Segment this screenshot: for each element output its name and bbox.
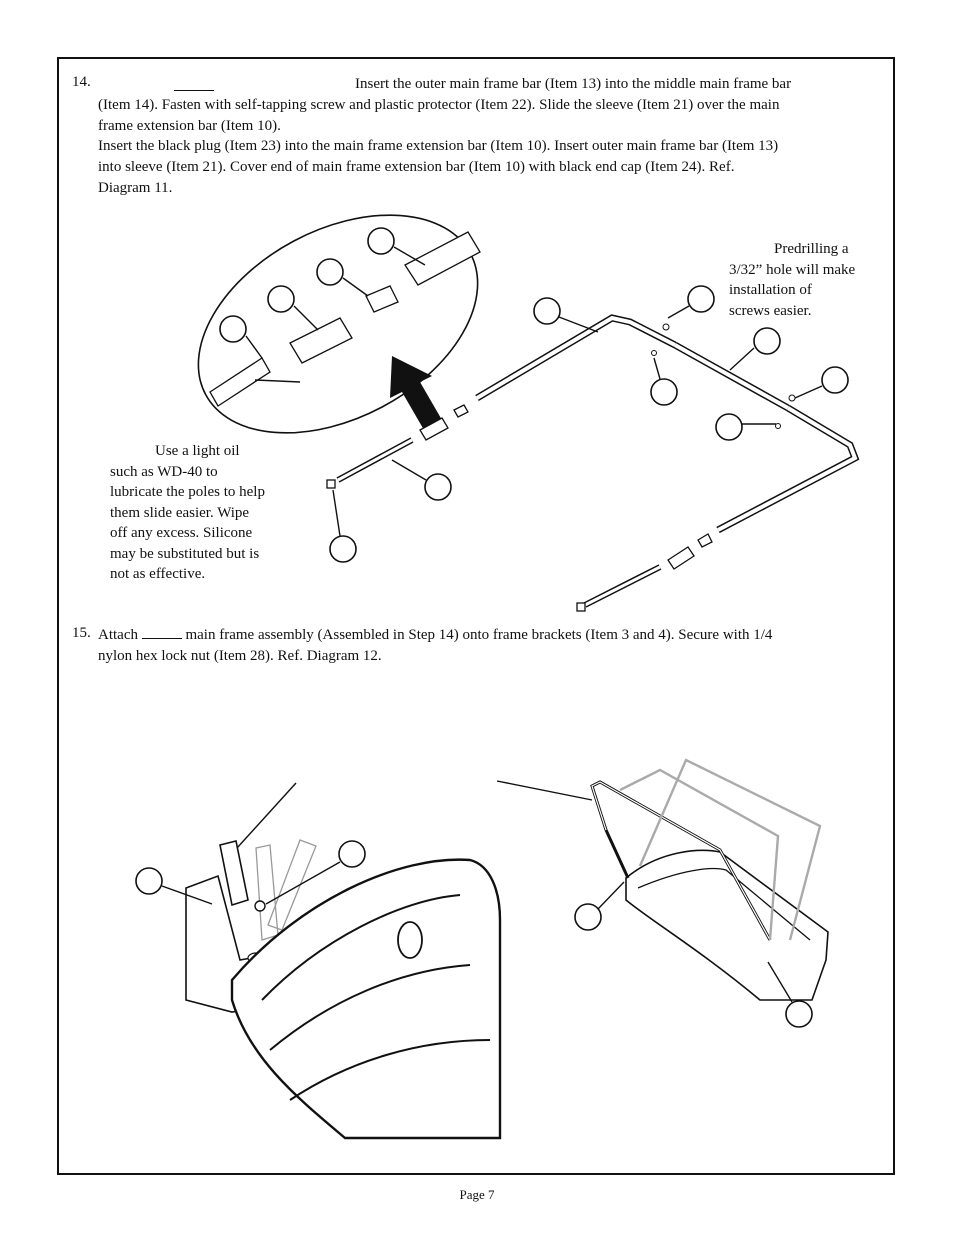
step-15-number: 15. [72,625,91,641]
step-14-number: 14. [72,74,91,90]
oil-note-line-6: may be substituted but is [110,545,260,562]
callout-d [219,315,247,343]
end-cap-upper [326,479,336,489]
oil-note: Use a light oil such as WD-40 to lubrica… [110,441,265,585]
oil-note-line-2: such as WD-40 to [110,463,218,480]
callout-e [533,297,561,325]
step-14-line-1: Insert the outer main frame bar (Item 13… [355,76,792,92]
callout-l [329,535,357,563]
predrill-note-line-3: installation of [729,282,812,298]
step-14-line-5: into sleeve (Item 21). Cover end of main… [98,159,735,175]
step-15-line-2: nylon hex lock nut (Item 28). Ref. Diagr… [98,648,382,664]
detail-plug [365,285,399,313]
tub-overview [625,849,829,1001]
predrill-note: Predrilling a 3/32” hole will make insta… [729,239,855,321]
predrill-note-line-2: 3/32” hole will make [729,261,856,278]
step-14-line-2: (Item 14). Fasten with self-tapping scre… [98,97,780,113]
step-14-line-6: Diagram 11. [98,180,173,196]
step-14-blank [174,77,214,91]
predrill-note-line-1: Predrilling a [774,241,849,257]
callout-i [821,366,849,394]
predrill-note-line-4: screws easier. [729,302,812,319]
callout-p [785,1000,813,1028]
detail-sleeve [289,317,353,364]
callout-a [367,227,395,255]
step-14-line-3: frame extension bar (Item 10). [98,118,281,134]
oil-note-line-4: them slide easier. Wipe [110,504,250,521]
detail-bar-left [209,357,271,407]
callout-h [650,378,678,406]
step-14-line-4: Insert the black plug (Item 23) into the… [98,138,779,154]
sleeve-part-upper [419,417,449,441]
plug-part-upper [453,404,469,418]
sleeve-part-lower [667,546,695,570]
tub-closeup [230,858,502,1140]
step-15-attach: Attach [98,627,138,643]
frame-bar-end [219,840,249,907]
callout-o [574,903,602,931]
callout-j [715,413,743,441]
step-15-blank [141,625,182,639]
plug-part-lower [697,533,713,548]
step-15-line-1: Attach main frame assembly (Assembled in… [98,625,772,646]
oil-note-line-1: Use a light oil [155,443,240,459]
callout-m [338,840,366,868]
callout-n [135,867,163,895]
callout-f [687,285,715,313]
callout-g [753,327,781,355]
end-cap-lower [576,602,586,612]
direction-arrow [390,356,442,430]
step-15-rest: main frame assembly (Assembled in Step 1… [185,627,773,643]
callout-c [267,285,295,313]
callout-b [316,258,344,286]
oil-note-line-7: not as effective. [110,566,206,582]
oil-note-line-3: lubricate the poles to help [110,484,265,500]
hex-nut [254,900,266,912]
content-frame [57,57,895,1175]
detail-bar-right [404,231,481,286]
page-number: Page 7 [459,1187,495,1202]
callout-k [424,473,452,501]
oil-note-line-5: off any excess. Silicone [110,525,253,541]
